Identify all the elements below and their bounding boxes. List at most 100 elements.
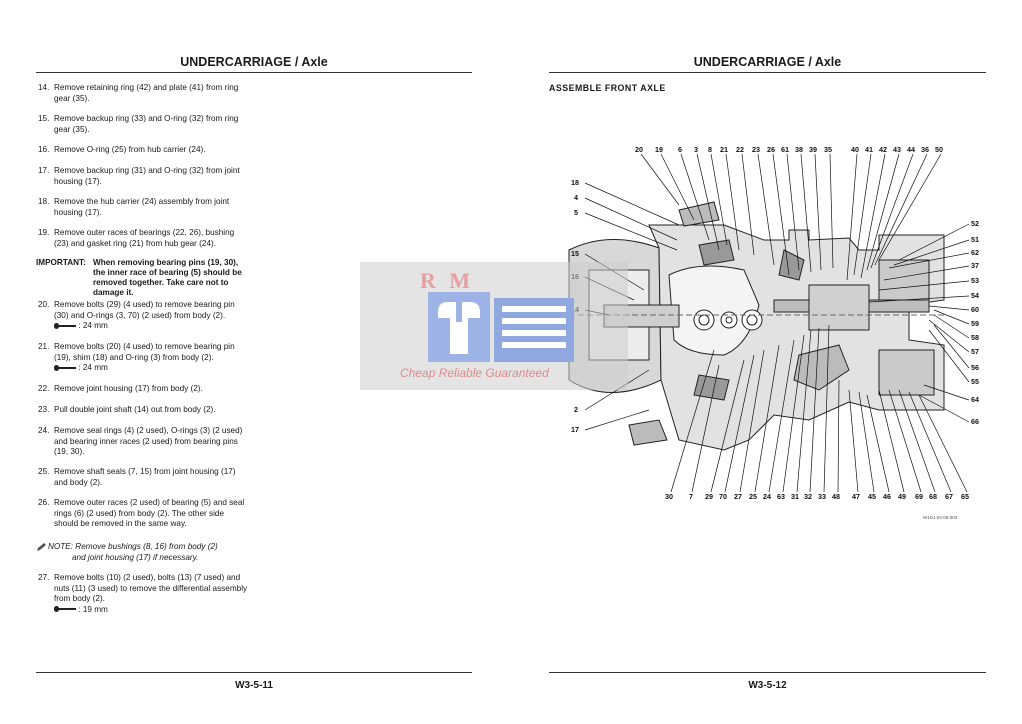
callout: 19	[655, 145, 663, 154]
tool-spec: : 19 mm	[54, 605, 248, 616]
callout: 6	[678, 145, 682, 154]
tool-spec: : 24 mm	[54, 363, 248, 374]
bottom-callouts: 30 7 29 70 27 25 24 63 31 32 33 48 47 45…	[665, 492, 969, 501]
callout: 63	[777, 492, 785, 501]
callout: 26	[767, 145, 775, 154]
callout: 22	[736, 145, 744, 154]
step-18: 18. Remove the hub carrier (24) assembly…	[38, 197, 230, 217]
top-callouts: 20 19 6 3 8 21 22 23 26 61 38 39 35 40 4…	[635, 145, 943, 154]
callout: 62	[971, 248, 979, 257]
callout: 21	[720, 145, 728, 154]
watermark-logo-icon	[428, 292, 574, 362]
wrench-icon	[54, 322, 76, 329]
callout: 5	[574, 208, 578, 217]
figure-code: W1DJ-03-05-003	[923, 515, 958, 520]
callout: 67	[945, 492, 953, 501]
header-rule	[36, 72, 472, 73]
callout: 42	[879, 145, 887, 154]
right-page: UNDERCARRIAGE / Axle ASSEMBLE FRONT AXLE	[511, 0, 1022, 724]
callout: 48	[832, 492, 840, 501]
callout: 52	[971, 219, 979, 228]
callout: 61	[781, 145, 789, 154]
callout: 36	[921, 145, 929, 154]
callout: 49	[898, 492, 906, 501]
note: NOTE: Remove bushings (8, 16) from body …	[36, 542, 248, 563]
step-24: 24. Remove seal rings (4) (2 used), O-ri…	[38, 426, 243, 456]
step-17: 17. Remove backup ring (31) and O-ring (…	[38, 166, 240, 186]
page-number: W3-5-11	[235, 680, 273, 691]
step-15: 15. Remove backup ring (33) and O-ring (…	[38, 114, 239, 134]
callout: 18	[571, 178, 579, 187]
callout: 65	[961, 492, 969, 501]
callout: 15	[571, 249, 579, 258]
important-notice: IMPORTANT: When removing bearing pins (1…	[36, 258, 242, 297]
footer-rule	[549, 672, 986, 673]
wrench-icon	[54, 364, 76, 371]
callout: 43	[893, 145, 901, 154]
step-21: 21. Remove bolts (20) (4 used) to remove…	[38, 342, 248, 374]
watermark-brand: R M	[420, 268, 475, 293]
step-26: 26. Remove outer races (2 used) of beari…	[38, 498, 245, 528]
callout: 25	[749, 492, 757, 501]
callout: 29	[705, 492, 713, 501]
step-14: 14. Remove retaining ring (42) and plate…	[38, 83, 239, 103]
callout: 58	[971, 333, 979, 342]
callout: 60	[971, 305, 979, 314]
callout: 7	[689, 492, 693, 501]
callout: 2	[574, 405, 578, 414]
callout: 27	[734, 492, 742, 501]
step-27: 27. Remove bolts (10) (2 used), bolts (1…	[38, 573, 248, 616]
callout: 68	[929, 492, 937, 501]
callout: 53	[971, 276, 979, 285]
callout: 56	[971, 363, 979, 372]
watermark: R M Cheap Reliable Guaranteed	[360, 262, 628, 390]
callout: 54	[971, 291, 979, 300]
callout: 46	[883, 492, 891, 501]
page-header: UNDERCARRIAGE / Axle	[693, 55, 842, 69]
callout: 37	[971, 261, 979, 270]
callout: 30	[665, 492, 673, 501]
callout: 70	[719, 492, 727, 501]
callout: 31	[791, 492, 799, 501]
callout: 41	[865, 145, 873, 154]
callout: 4	[574, 193, 578, 202]
section-title: ASSEMBLE FRONT AXLE	[549, 83, 666, 93]
callout: 8	[708, 145, 712, 154]
callout: 69	[915, 492, 923, 501]
step-19: 19. Remove outer races of bearings (22, …	[38, 228, 235, 248]
step-22: 22. Remove joint housing (17) from body …	[38, 384, 203, 393]
callout: 59	[971, 319, 979, 328]
callout: 23	[752, 145, 760, 154]
tool-spec: : 24 mm	[54, 321, 248, 332]
watermark-tagline: Cheap Reliable Guaranteed	[400, 366, 549, 380]
page-number: W3-5-12	[748, 680, 787, 691]
callout: 38	[795, 145, 803, 154]
step-16: 16. Remove O-ring (25) from hub carrier …	[38, 145, 206, 154]
callout: 33	[818, 492, 826, 501]
callout: 39	[809, 145, 817, 154]
front-axle-exploded-diagram: 20 19 6 3 8 21 22 23 26 61 38 39 35 40 4…	[568, 145, 979, 501]
callout: 64	[971, 395, 979, 404]
callout: 20	[635, 145, 643, 154]
callout: 17	[571, 425, 579, 434]
callout: 24	[763, 492, 771, 501]
callout: 47	[852, 492, 860, 501]
callout: 35	[824, 145, 832, 154]
callout: 3	[694, 145, 698, 154]
callout: 57	[971, 347, 979, 356]
callout: 44	[907, 145, 915, 154]
header-rule	[549, 72, 986, 73]
step-23: 23. Pull double joint shaft (14) out fro…	[38, 405, 216, 414]
leader-lines	[584, 153, 970, 493]
footer-rule	[36, 672, 472, 673]
wrench-icon	[54, 606, 76, 613]
callout: 32	[804, 492, 812, 501]
callout: 66	[971, 417, 979, 426]
page-header: UNDERCARRIAGE / Axle	[180, 55, 328, 69]
callout: 55	[971, 377, 979, 386]
step-20: 20. Remove bolts (29) (4 used) to remove…	[38, 300, 248, 332]
callout: 50	[935, 145, 943, 154]
pencil-icon	[37, 543, 46, 551]
right-callouts: 52 51 62 37 53 54 60 59 58 57 56 55 64 6…	[971, 219, 979, 426]
left-page: UNDERCARRIAGE / Axle 14. Remove retainin…	[36, 55, 472, 691]
